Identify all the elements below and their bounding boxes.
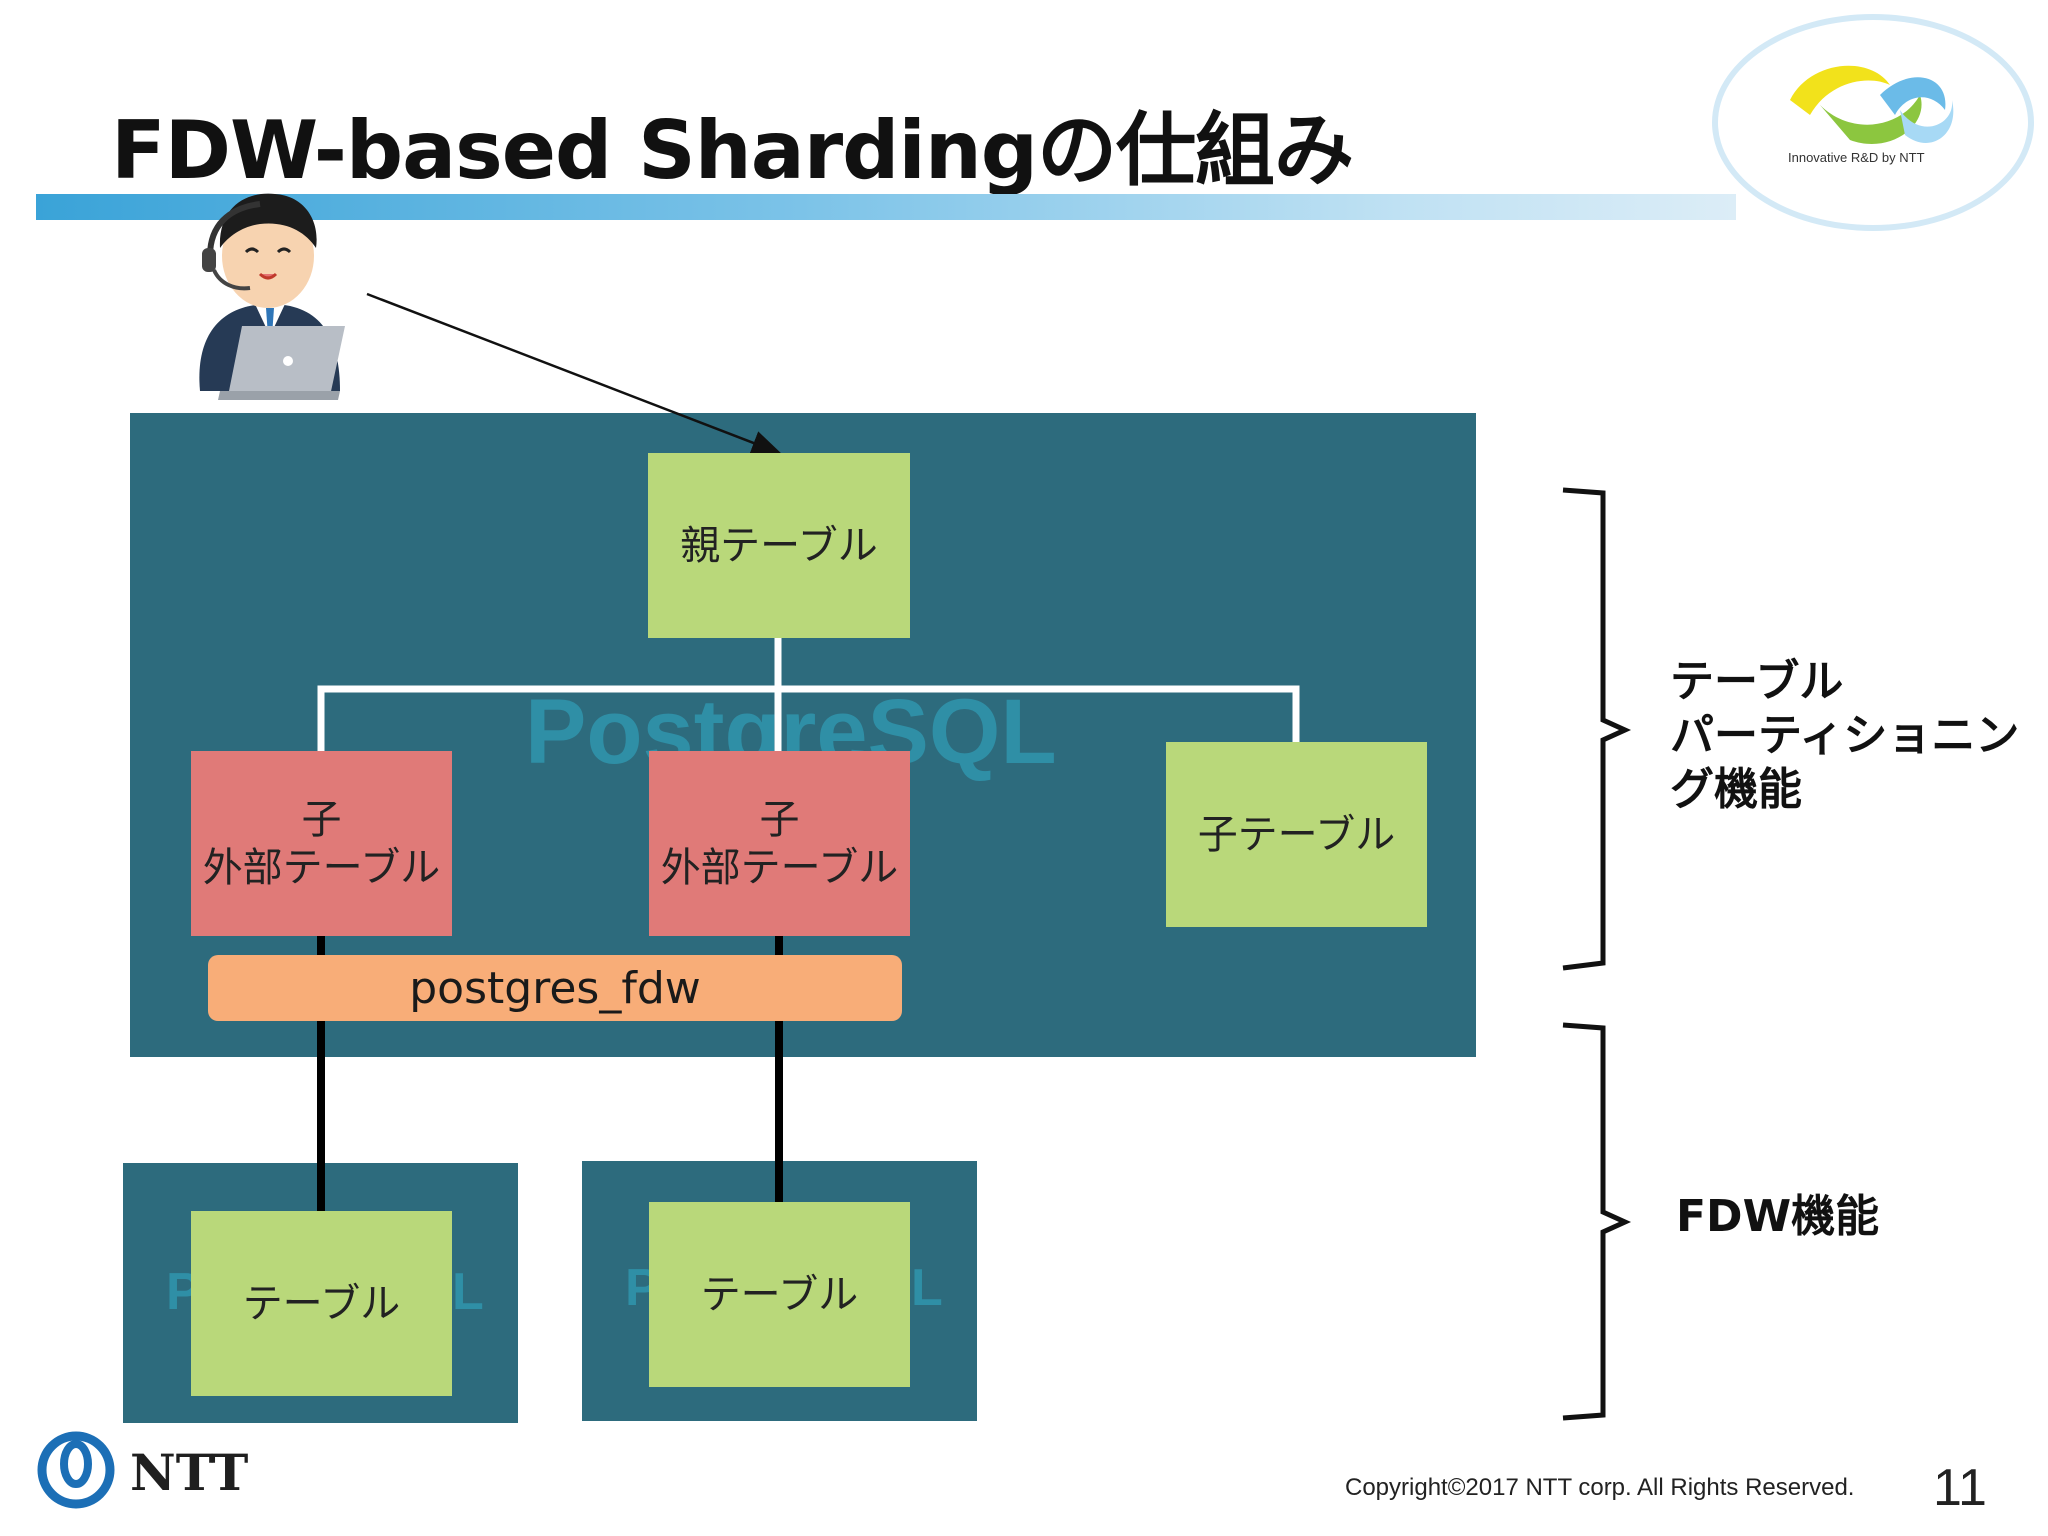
ntt-logo-icon — [37, 1431, 115, 1509]
partitioning-brace — [1562, 487, 1632, 971]
fdw-brace — [1562, 1022, 1632, 1421]
user-with-laptop-icon — [199, 193, 345, 400]
copyright-text: Copyright©2017 NTT corp. All Rights Rese… — [1345, 1474, 1855, 1501]
child-local-table: 子テーブル — [1166, 742, 1427, 927]
remote-table-2: テーブル — [649, 1202, 910, 1387]
partition-tree-lines — [317, 637, 1300, 752]
brace-marks — [1562, 487, 1632, 1421]
partitioning-feature-label: テーブル パーティショニン グ機能 — [1670, 656, 2020, 815]
page-number: 11 — [1933, 1459, 1987, 1517]
remote-watermark-2-right: L — [911, 1259, 943, 1317]
child-foreign-table-2: 子 外部テーブル — [649, 751, 910, 936]
innovative-logo-icon — [1790, 65, 1954, 144]
user-query-arrow — [366, 292, 782, 455]
remote-watermark-1-right: L — [452, 1263, 484, 1321]
ntt-logo-text: NTT — [130, 1443, 249, 1502]
postgres-fdw-bar: postgres_fdw — [208, 955, 902, 1021]
parent-table: 親テーブル — [648, 453, 910, 638]
remote-table-1: テーブル — [191, 1211, 452, 1396]
child-foreign-table-1: 子 外部テーブル — [191, 751, 452, 936]
innovative-logo — [1712, 14, 2034, 231]
header-band — [36, 194, 1736, 220]
slide-title: FDW-based Shardingの仕組み — [111, 104, 1354, 197]
fdw-feature-label: FDW機能 — [1676, 1191, 1880, 1242]
logo-tagline: Innovative R&D by NTT — [1788, 150, 1925, 165]
